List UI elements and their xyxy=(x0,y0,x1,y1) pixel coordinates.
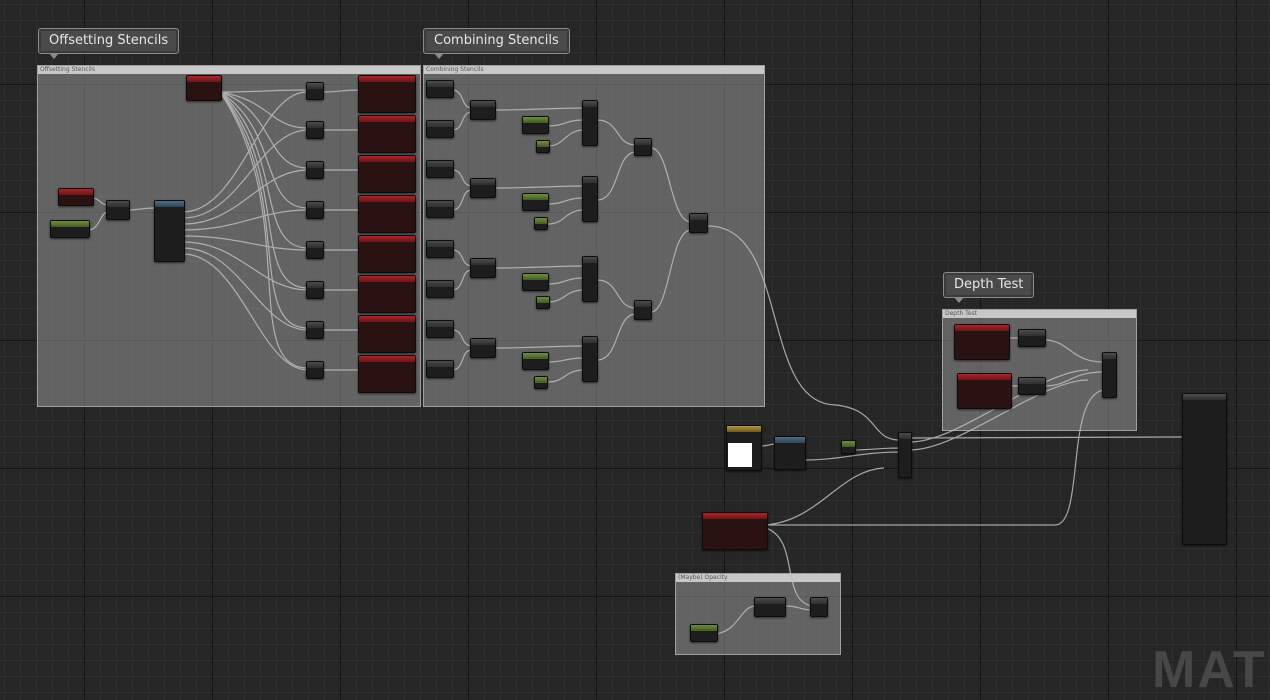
scene-texture-custom-stencil-node[interactable] xyxy=(358,195,416,233)
add-node[interactable] xyxy=(306,281,324,299)
comment-bubble-offsetting-stencils[interactable]: Offsetting Stencils xyxy=(38,28,180,59)
scalar-constant-node[interactable] xyxy=(536,140,550,153)
texture-preview-swatch xyxy=(728,443,752,467)
scene-texture-post-process-node[interactable] xyxy=(702,512,768,550)
custom-offsets-node[interactable] xyxy=(154,200,185,262)
scene-texture-custom-stencil-node[interactable] xyxy=(358,155,416,193)
bitmask-node[interactable] xyxy=(426,80,454,98)
add-node[interactable] xyxy=(306,82,324,100)
scalar-constant-node[interactable] xyxy=(534,376,548,389)
if-node[interactable] xyxy=(582,336,598,382)
scalar-constant-node[interactable] xyxy=(536,296,550,309)
bitmask-node[interactable] xyxy=(426,160,454,178)
scalar-param-node[interactable] xyxy=(522,116,549,134)
scene-texture-custom-stencil-node[interactable] xyxy=(358,355,416,393)
bitmask-node[interactable] xyxy=(426,360,454,378)
comment-header: Depth Test xyxy=(943,310,1136,318)
bitmask-node[interactable] xyxy=(426,280,454,298)
compare-node[interactable] xyxy=(1018,377,1046,395)
comment-header: Combining Stencils xyxy=(424,66,764,74)
bitmask-node[interactable] xyxy=(426,320,454,338)
opacity-multiply-node[interactable] xyxy=(754,597,786,617)
material-watermark: MATE xyxy=(1152,641,1270,699)
texture-coordinate-node[interactable] xyxy=(774,436,806,470)
add-node[interactable] xyxy=(306,361,324,379)
add-node[interactable] xyxy=(306,321,324,339)
scalar-constant-node[interactable] xyxy=(534,217,548,230)
scalar-param-node[interactable] xyxy=(522,273,549,291)
if-node[interactable] xyxy=(582,176,598,222)
material-output-node[interactable] xyxy=(1182,393,1227,545)
bitmask-node[interactable] xyxy=(426,120,454,138)
if-node[interactable] xyxy=(582,100,598,146)
max-node[interactable] xyxy=(689,213,708,233)
compare-node[interactable] xyxy=(1018,329,1046,347)
multiply-node[interactable] xyxy=(106,200,130,220)
lerp-node[interactable] xyxy=(898,432,912,478)
scene-texture-scene-depth-node[interactable] xyxy=(957,373,1012,409)
scene-position-node[interactable] xyxy=(186,75,222,101)
comment-header: Offsetting Stencils xyxy=(38,66,420,74)
subtract-node[interactable] xyxy=(470,338,496,358)
bitmask-node[interactable] xyxy=(426,240,454,258)
max-node[interactable] xyxy=(634,138,652,156)
scalar-param-node[interactable] xyxy=(522,193,549,211)
subtract-node[interactable] xyxy=(470,258,496,278)
opacity-clamp-node[interactable] xyxy=(810,597,828,617)
scene-texture-node[interactable] xyxy=(58,188,94,206)
comment-box-offsetting-stencils[interactable]: Offsetting Stencils xyxy=(37,65,421,407)
bitmask-node[interactable] xyxy=(426,200,454,218)
scene-texture-custom-depth-node[interactable] xyxy=(954,324,1010,360)
add-node[interactable] xyxy=(306,241,324,259)
subtract-node[interactable] xyxy=(470,100,496,120)
subtract-node[interactable] xyxy=(470,178,496,198)
scene-texture-custom-stencil-node[interactable] xyxy=(358,75,416,113)
add-node[interactable] xyxy=(306,121,324,139)
add-node[interactable] xyxy=(306,161,324,179)
add-node[interactable] xyxy=(306,201,324,219)
vector-constant-node[interactable] xyxy=(50,220,90,238)
comment-bubble-depth-test[interactable]: Depth Test xyxy=(943,272,1035,303)
scene-texture-custom-stencil-node[interactable] xyxy=(358,115,416,153)
opacity-scalar-node[interactable] xyxy=(690,624,718,642)
comment-header: (Maybe) Opacity xyxy=(676,574,840,582)
max-node[interactable] xyxy=(634,300,652,320)
scene-texture-custom-stencil-node[interactable] xyxy=(358,315,416,353)
scene-texture-custom-stencil-node[interactable] xyxy=(358,235,416,273)
if-node[interactable] xyxy=(1102,352,1117,398)
scene-texture-custom-stencil-node[interactable] xyxy=(358,275,416,313)
if-node[interactable] xyxy=(582,256,598,302)
scalar-param-node[interactable] xyxy=(522,352,549,370)
scalar-constant-node[interactable] xyxy=(841,440,856,454)
comment-bubble-combining-stencils[interactable]: Combining Stencils xyxy=(423,28,570,59)
